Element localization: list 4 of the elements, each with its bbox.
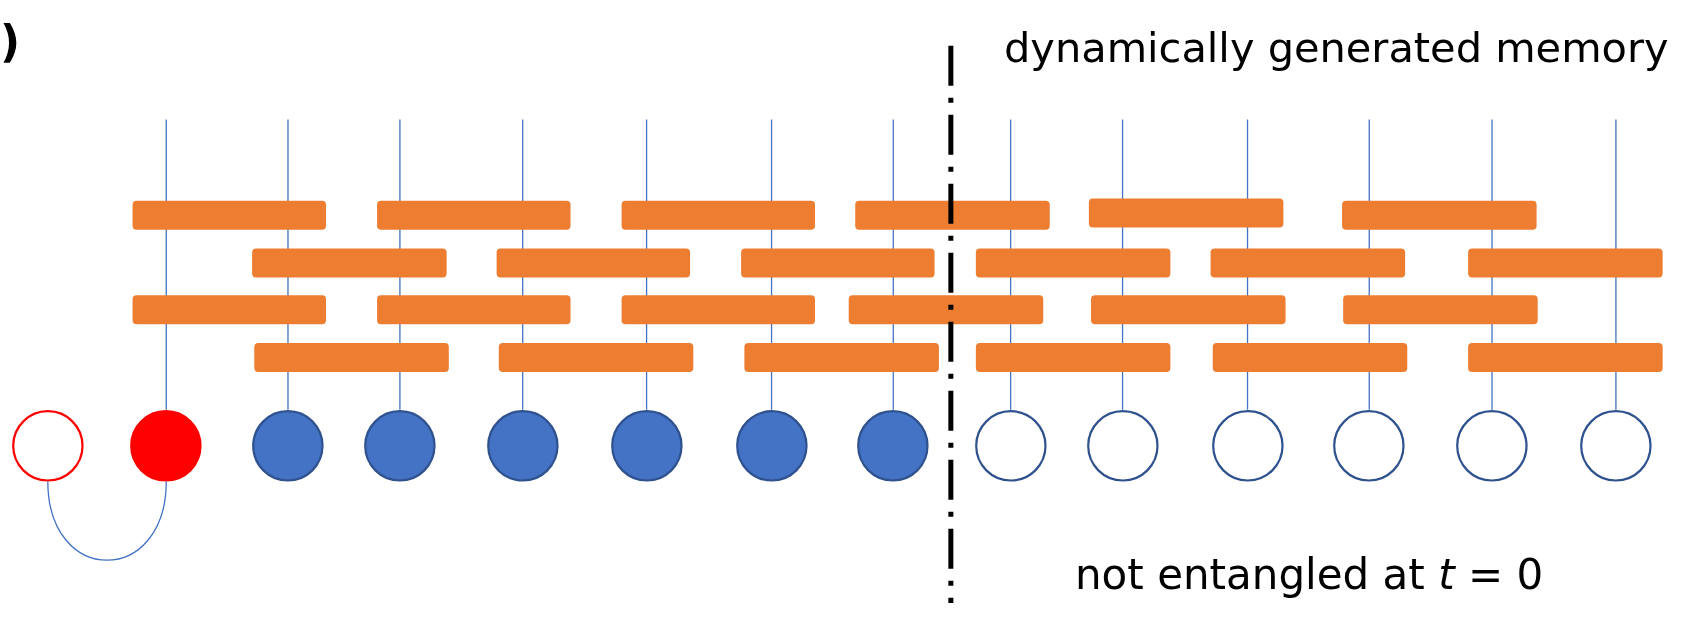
region-label: dynamically generated memory (1004, 25, 1669, 71)
connector-curve (47, 480, 167, 561)
region-label: not entangled at t = 0 (1075, 552, 1544, 599)
panel-letter: ) (0, 18, 21, 67)
